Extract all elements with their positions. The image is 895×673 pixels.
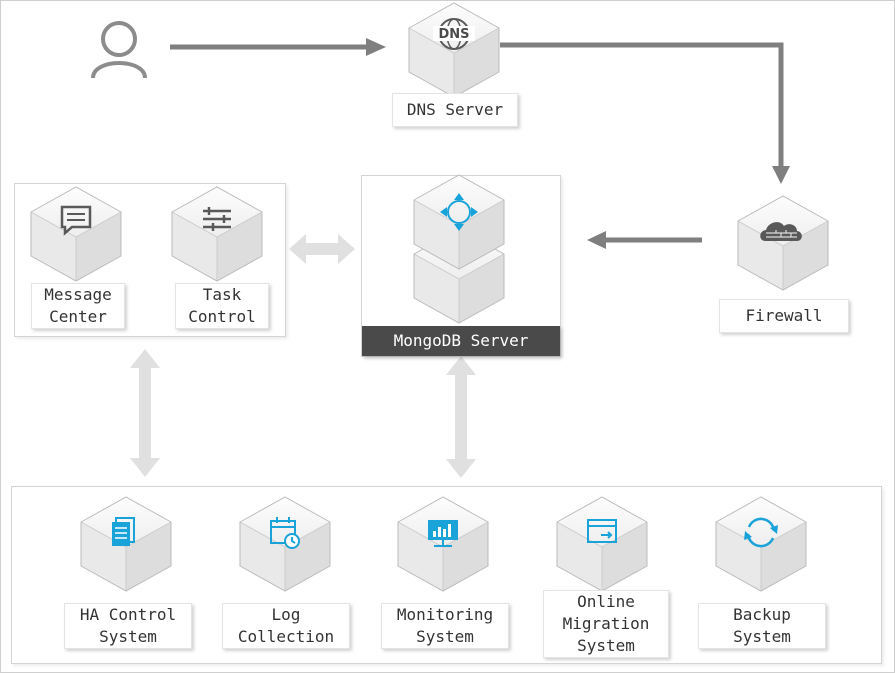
message-center-node xyxy=(30,186,122,282)
log-collection-node xyxy=(239,496,331,592)
user-icon xyxy=(91,21,147,79)
online-migration-node xyxy=(556,496,648,592)
backup-system-label: Backup System xyxy=(698,603,826,649)
flow-arrows xyxy=(170,38,790,249)
backup-node xyxy=(715,496,807,592)
log-collection-label: Log Collection xyxy=(222,603,350,649)
sliders-icon xyxy=(203,207,231,231)
arrow-mongodb-services xyxy=(446,356,476,478)
ha-control-label: HA Control System xyxy=(64,603,192,649)
dns-server-node: DNS xyxy=(408,2,500,98)
ha-control-node xyxy=(80,496,172,592)
arrow-control-mongodb xyxy=(289,234,355,264)
documents-icon xyxy=(112,517,135,546)
refresh-icon xyxy=(744,517,778,548)
task-control-label: Task Control xyxy=(175,283,269,329)
dns-globe-icon: DNS xyxy=(433,18,475,50)
arrow-firewall-to-mongodb xyxy=(587,231,702,249)
monitoring-system-label: Monitoring System xyxy=(381,603,509,649)
mongodb-server-label: MongoDB Server xyxy=(362,326,560,356)
online-migration-label: Online Migration System xyxy=(543,590,669,658)
window-export-icon xyxy=(587,519,617,543)
dns-server-label: DNS Server xyxy=(392,93,518,127)
firewall-cloud-icon xyxy=(760,222,802,241)
task-control-node xyxy=(171,186,263,282)
arrow-user-to-dns xyxy=(170,38,386,56)
monitoring-node xyxy=(397,496,489,592)
mongodb-node xyxy=(413,174,505,324)
arrow-control-services xyxy=(130,349,160,477)
firewall-label: Firewall xyxy=(719,299,849,333)
mongodb-node-icon xyxy=(440,193,478,231)
calendar-clock-icon xyxy=(270,517,300,549)
message-center-label: Message Center xyxy=(31,283,125,329)
svg-text:DNS: DNS xyxy=(438,27,469,42)
monitor-chart-icon xyxy=(428,520,458,547)
message-icon xyxy=(60,205,92,236)
bidirectional-arrows xyxy=(127,226,476,478)
firewall-node xyxy=(737,195,829,291)
arrow-dns-to-firewall xyxy=(500,42,790,184)
